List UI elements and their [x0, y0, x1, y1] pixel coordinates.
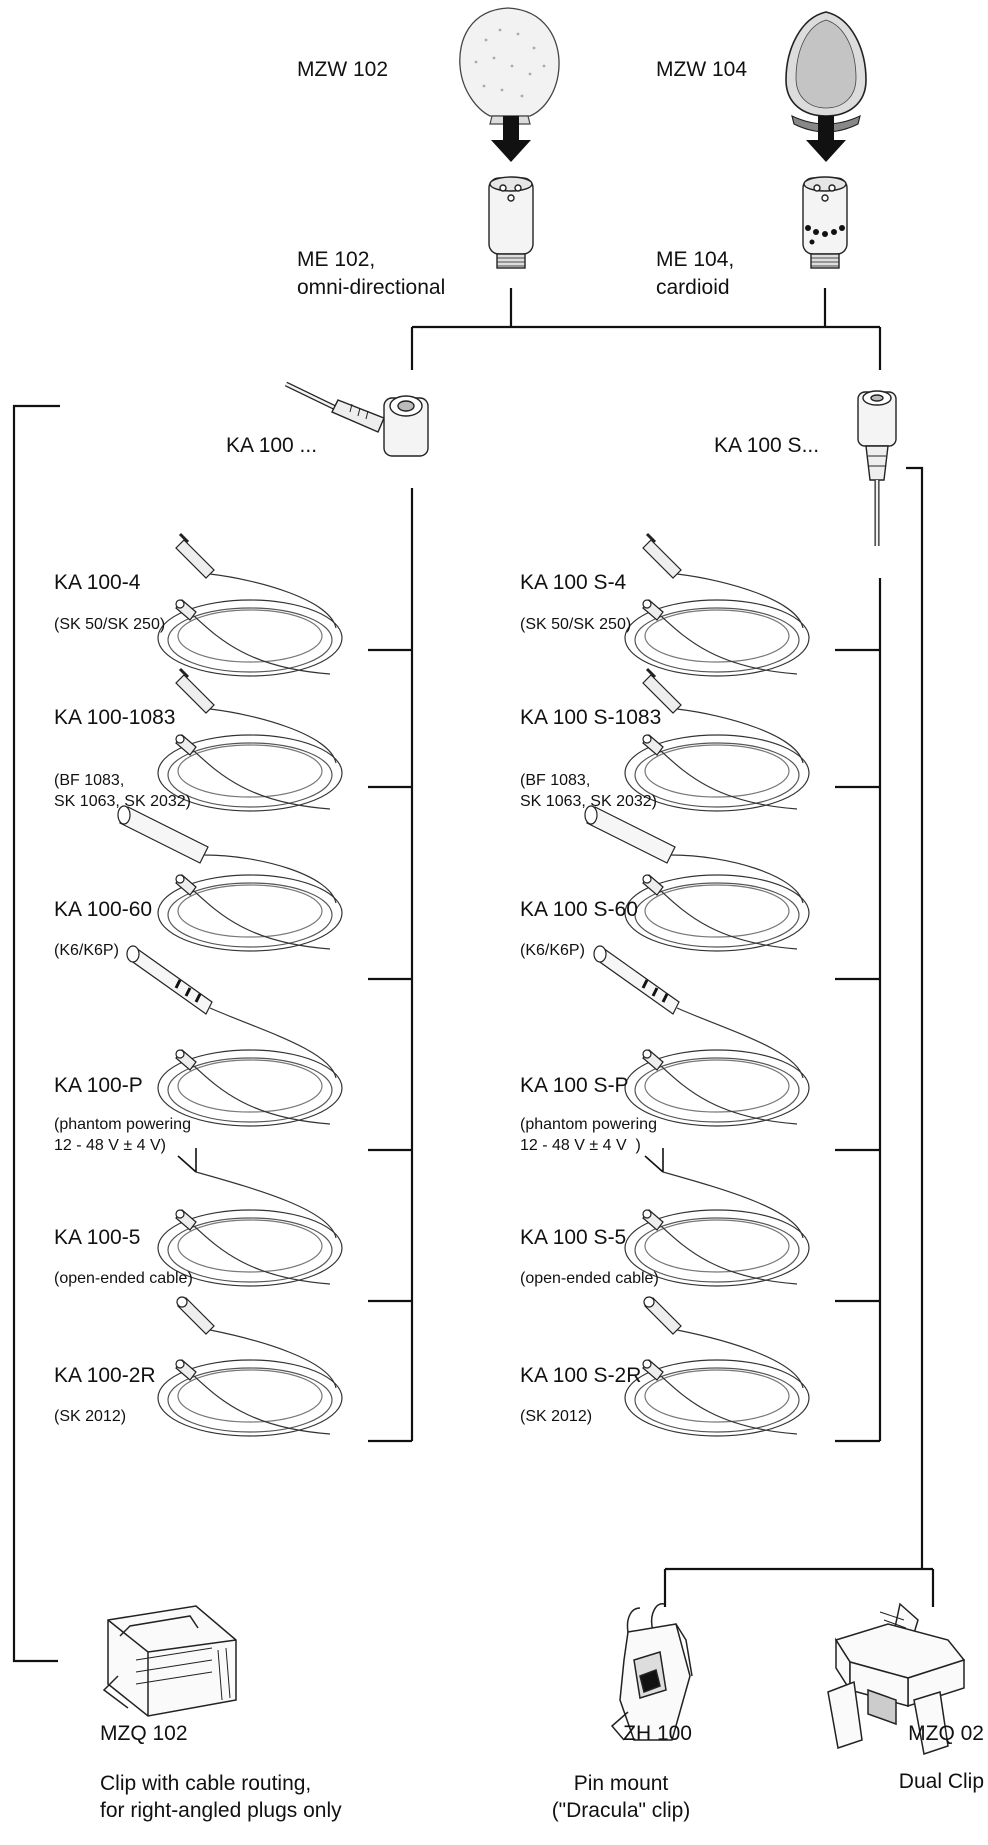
cable-note-label: (phantom powering 12 - 48 V ± 4 V )	[520, 1116, 657, 1154]
cable-model-label: KA 100 S-60	[520, 898, 638, 921]
cable-note-label: (K6/K6P)	[520, 942, 585, 959]
mzw102-label: MZW 102	[297, 58, 389, 81]
ka100-adapter-icon	[284, 381, 429, 457]
cable-model-label: KA 100-P	[54, 1074, 143, 1097]
mzw104-label: MZW 104	[656, 58, 748, 81]
cable-note-label: (open-ended cable)	[520, 1270, 659, 1287]
cable-note-label: (BF 1083, SK 1063, SK 2032)	[520, 772, 657, 810]
me102-capsule-icon	[488, 176, 534, 269]
cable-assembly-icon	[624, 1148, 810, 1287]
mzw102-windscreen-icon	[459, 7, 560, 125]
cable-note-label: (SK 50/SK 250)	[54, 616, 166, 633]
connector-line	[835, 648, 880, 1443]
mzq02-clip-icon	[827, 1602, 966, 1755]
cable-assembly-icon	[593, 945, 810, 1127]
cable-model-label: KA 100-60	[54, 898, 153, 921]
cable-model-label: KA 100 S-5	[520, 1226, 627, 1249]
cable-note-label: (BF 1083, SK 1063, SK 2032)	[54, 772, 191, 810]
connector-line	[368, 648, 412, 1443]
zh100-clip-icon	[610, 1603, 693, 1741]
cable-assembly-icon	[584, 805, 810, 952]
arrow-down-icon	[491, 116, 531, 162]
cable-note-label: (SK 2012)	[54, 1408, 127, 1425]
mzq102-label: MZQ 102	[100, 1722, 188, 1745]
cable-assembly-icon	[126, 945, 343, 1127]
ka100s-adapter-label: KA 100 S...	[714, 434, 820, 457]
cable-assembly-icon	[624, 532, 810, 677]
me104-capsule-icon	[802, 176, 848, 269]
cable-model-label: KA 100-5	[54, 1226, 141, 1249]
ka100s-adapter-icon	[857, 390, 897, 546]
mzw104-windscreen-icon	[785, 11, 867, 133]
mzq02-label: MZQ 02	[908, 1722, 984, 1745]
cable-assembly-icon	[624, 667, 810, 812]
connector-line	[410, 288, 882, 370]
cable-assembly-icon	[157, 1148, 343, 1287]
cable-assembly-icon	[157, 1296, 343, 1437]
ka100-adapter-label: KA 100 ...	[226, 434, 318, 457]
cable-model-label: KA 100 S-1083	[520, 706, 662, 729]
zh100-label: ZH 100	[623, 1722, 692, 1745]
cable-note-label: (SK 50/SK 250)	[520, 616, 632, 633]
cable-assembly-icon	[624, 1296, 810, 1437]
connector-line	[663, 466, 935, 1607]
cable-note-label: (open-ended cable)	[54, 1270, 193, 1287]
arrow-down-icon	[806, 116, 846, 162]
cable-note-label: (K6/K6P)	[54, 942, 119, 959]
cable-assembly-icon	[157, 667, 343, 812]
zh100-description: Pin mount ("Dracula" clip)	[551, 1772, 691, 1822]
cable-model-label: KA 100 S-2R	[520, 1364, 642, 1387]
cable-model-label: KA 100-2R	[54, 1364, 156, 1387]
cable-note-label: (SK 2012)	[520, 1408, 593, 1425]
cable-model-label: KA 100 S-4	[520, 571, 627, 594]
mzq102-clip-icon	[102, 1605, 237, 1717]
me102-label: ME 102, omni-directional	[297, 248, 446, 299]
cable-note-label: (phantom powering 12 - 48 V ± 4 V)	[54, 1116, 191, 1154]
cable-model-label: KA 100-4	[54, 571, 141, 594]
cable-model-label: KA 100-1083	[54, 706, 176, 729]
cable-assembly-icon	[117, 805, 343, 952]
cable-model-label: KA 100 S-P	[520, 1074, 629, 1097]
cable-assembly-icon	[157, 532, 343, 677]
mzq02-description: Dual Clip	[898, 1770, 984, 1793]
connector-line	[12, 404, 60, 1663]
me104-label: ME 104, cardioid	[656, 248, 735, 299]
mzq102-description: Clip with cable routing, for right-angle…	[100, 1772, 342, 1822]
